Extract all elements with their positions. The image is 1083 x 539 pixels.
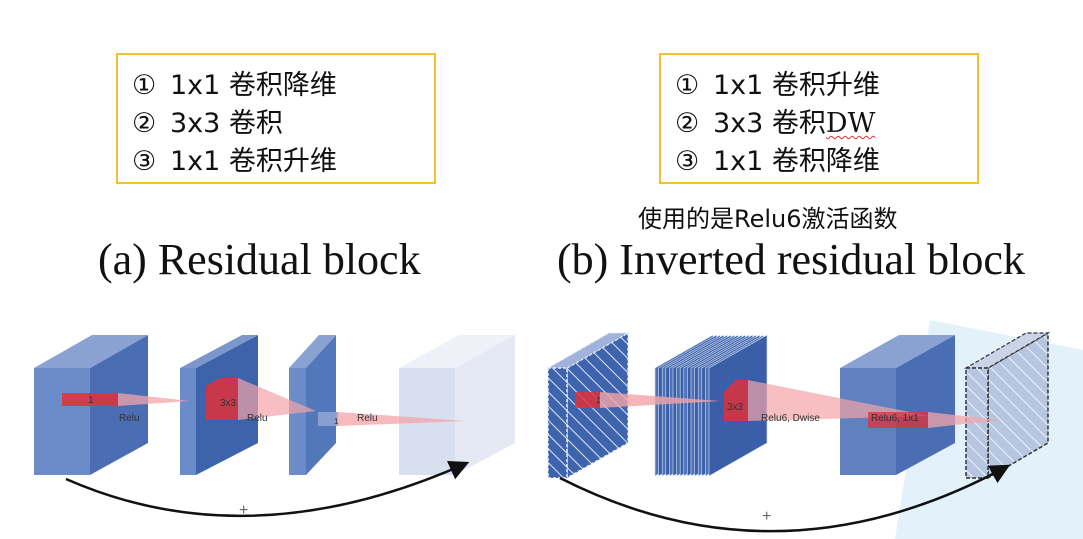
left-block-3 xyxy=(289,335,336,475)
right-plus: + xyxy=(762,508,771,525)
right-cone-3 xyxy=(928,412,1000,428)
left-skip-arrow xyxy=(65,461,470,518)
left-label-relu-3: Relu xyxy=(357,413,378,424)
right-block-2 xyxy=(654,334,768,477)
left-label-3x3: 3x3 xyxy=(220,398,237,409)
right-label-3x3: 3x3 xyxy=(727,402,744,413)
right-kernel-1 xyxy=(575,392,600,408)
left-block-1 xyxy=(34,335,148,475)
left-plus: + xyxy=(239,502,248,519)
left-label-k1b: 1 xyxy=(334,417,339,426)
right-kernel-3 xyxy=(868,412,928,428)
left-block-4 xyxy=(399,335,515,475)
right-cone-2 xyxy=(748,380,930,421)
left-kernel-1 xyxy=(62,393,118,406)
left-kernel-2 xyxy=(206,378,238,420)
left-cone-1 xyxy=(118,393,190,406)
left-cone-2 xyxy=(238,378,316,420)
right-skip-arrow xyxy=(559,464,1011,533)
right-block-4 xyxy=(963,331,1051,480)
left-label-relu-2: Relu xyxy=(247,413,268,424)
right-kernel-2 xyxy=(724,380,748,421)
right-label-relu6-dwise: Relu6, Dwise xyxy=(761,413,820,424)
left-label-relu-1: Relu xyxy=(119,413,140,424)
left-label-k1: 1 xyxy=(88,395,94,406)
left-kernel-3 xyxy=(318,412,338,426)
right-label-k1: 1 xyxy=(596,396,601,405)
residual-block-title: (a) Residual block xyxy=(98,235,421,284)
inverted-residual-block-title: (b) Inverted residual block xyxy=(557,235,1025,284)
left-cone-3 xyxy=(338,412,466,426)
right-label-relu6-1x1: Relu6, 1x1 xyxy=(871,413,919,424)
right-cone-1 xyxy=(600,392,720,408)
activation-note: 使用的是Relu6激活函数 xyxy=(638,205,898,233)
